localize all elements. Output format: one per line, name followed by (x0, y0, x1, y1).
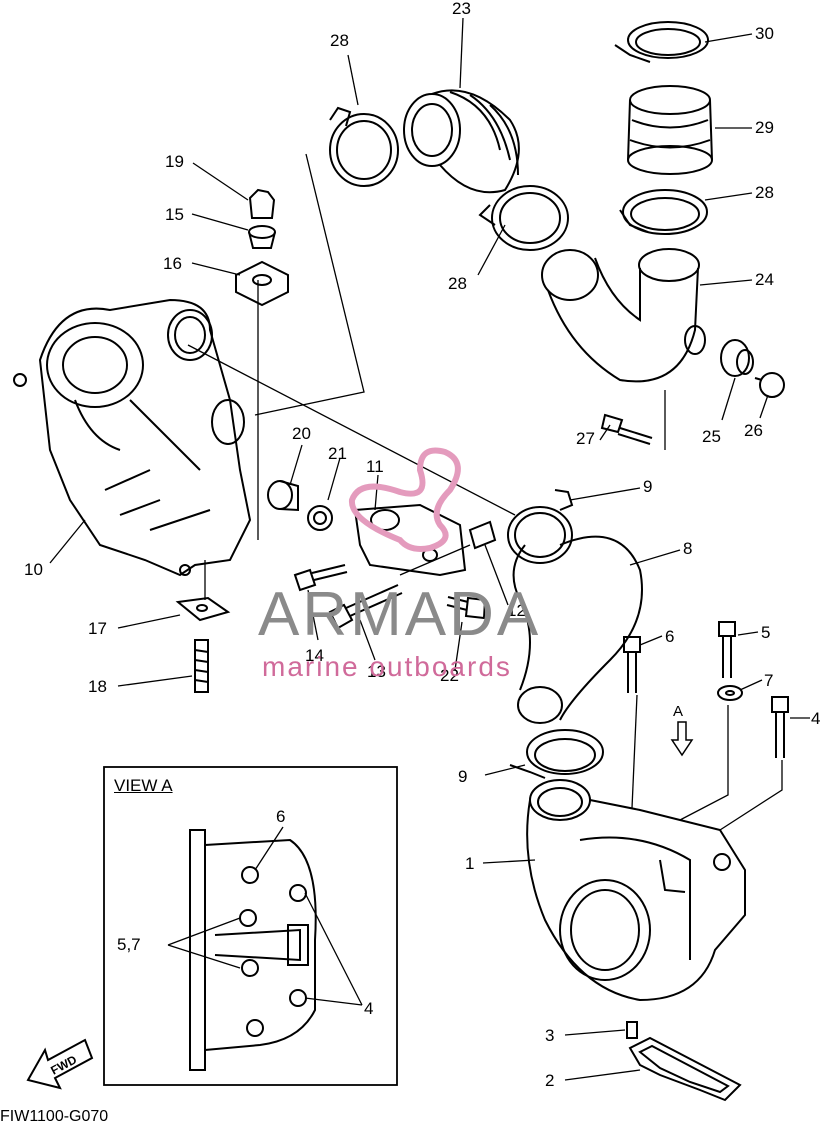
callout-6: 6 (665, 627, 675, 646)
stud-18 (194, 639, 209, 693)
washer-7 (717, 685, 743, 701)
clamp-28-middle (478, 185, 569, 251)
clamp-9-top (507, 489, 574, 564)
view-a-box (103, 766, 398, 1086)
plate-17 (175, 596, 231, 622)
collar-20 (267, 480, 299, 512)
callout-28: 28 (755, 183, 774, 202)
gasket-2 (628, 1036, 742, 1102)
callout-28: 28 (330, 31, 349, 50)
bolt-27 (600, 413, 653, 445)
callout-27: 27 (576, 429, 595, 448)
bolt-14 (293, 564, 348, 592)
watermark-logo-icon (348, 447, 461, 552)
callout-18: 18 (88, 677, 107, 696)
leader-lines (49, 17, 810, 1081)
fwd-arrow-icon (26, 1038, 94, 1090)
callout-29: 29 (755, 118, 774, 137)
callout-30: 30 (755, 24, 774, 43)
callout-4: 4 (811, 709, 821, 728)
view-a-arrow-label: A (673, 703, 684, 720)
callout-13: 13 (367, 662, 386, 681)
bolt-22 (446, 596, 487, 620)
watermark-brand: ARMADA (258, 580, 542, 649)
callout-12: 12 (507, 601, 526, 620)
collar-15 (248, 225, 276, 249)
plug-25 (720, 339, 754, 377)
view-a-callout-5-7: 5,7 (117, 935, 141, 954)
clamp-9-lower (509, 729, 604, 779)
bellows-hose-23 (403, 89, 520, 194)
callout-25: 25 (702, 427, 721, 446)
callout-15: 15 (165, 205, 184, 224)
grommet-16 (235, 260, 289, 307)
bolt-6 (623, 636, 641, 693)
view-a-callout-6: 6 (276, 807, 286, 826)
view-a-title: VIEW A (114, 776, 173, 795)
callout-8: 8 (683, 539, 693, 558)
callout-14: 14 (305, 646, 324, 665)
diagram-code: FIW1100-G070 (0, 1108, 109, 1125)
callout-26: 26 (744, 421, 763, 440)
collar-12 (468, 520, 497, 550)
callout-24: 24 (755, 270, 774, 289)
pin-3 (626, 1021, 638, 1039)
watermark-tagline: marine outboards (262, 651, 512, 682)
clamp-28-right (619, 189, 708, 235)
callout-5: 5 (761, 623, 771, 642)
view-a-callout-4: 4 (364, 999, 374, 1018)
rubber-joint-29 (627, 85, 713, 175)
grommet-21 (307, 505, 333, 531)
callout-10: 10 (24, 560, 43, 579)
hose-8 (512, 535, 643, 724)
cap-26 (754, 372, 785, 398)
bolt-4 (771, 696, 789, 758)
clamp-28-top (329, 106, 399, 187)
callout-2: 2 (545, 1071, 555, 1090)
callout-11: 11 (366, 457, 384, 476)
callout-7: 7 (764, 671, 774, 690)
alignment-lines (187, 153, 783, 831)
callout-20: 20 (292, 424, 311, 443)
callout-19: 19 (165, 152, 184, 171)
elbow-hose-24 (541, 248, 706, 383)
bracket-11 (353, 503, 467, 577)
callout-3: 3 (545, 1026, 555, 1045)
cap-nut-19 (248, 188, 276, 219)
callout-28: 28 (448, 274, 467, 293)
callout-16: 16 (163, 254, 182, 273)
callout-9: 9 (458, 767, 468, 786)
callout-23: 23 (452, 0, 471, 18)
callout-17: 17 (88, 619, 107, 638)
bolt-5 (718, 621, 736, 678)
clamp-30 (614, 21, 709, 63)
callout-1: 1 (465, 854, 475, 873)
callout-21: 21 (328, 444, 347, 463)
view-a-arrow-icon (670, 721, 694, 757)
turbocharger-1 (526, 779, 746, 1002)
callout-22: 22 (440, 666, 459, 685)
housing-10 (13, 298, 252, 577)
bolt-13 (328, 584, 403, 630)
callout-9: 9 (643, 477, 653, 496)
